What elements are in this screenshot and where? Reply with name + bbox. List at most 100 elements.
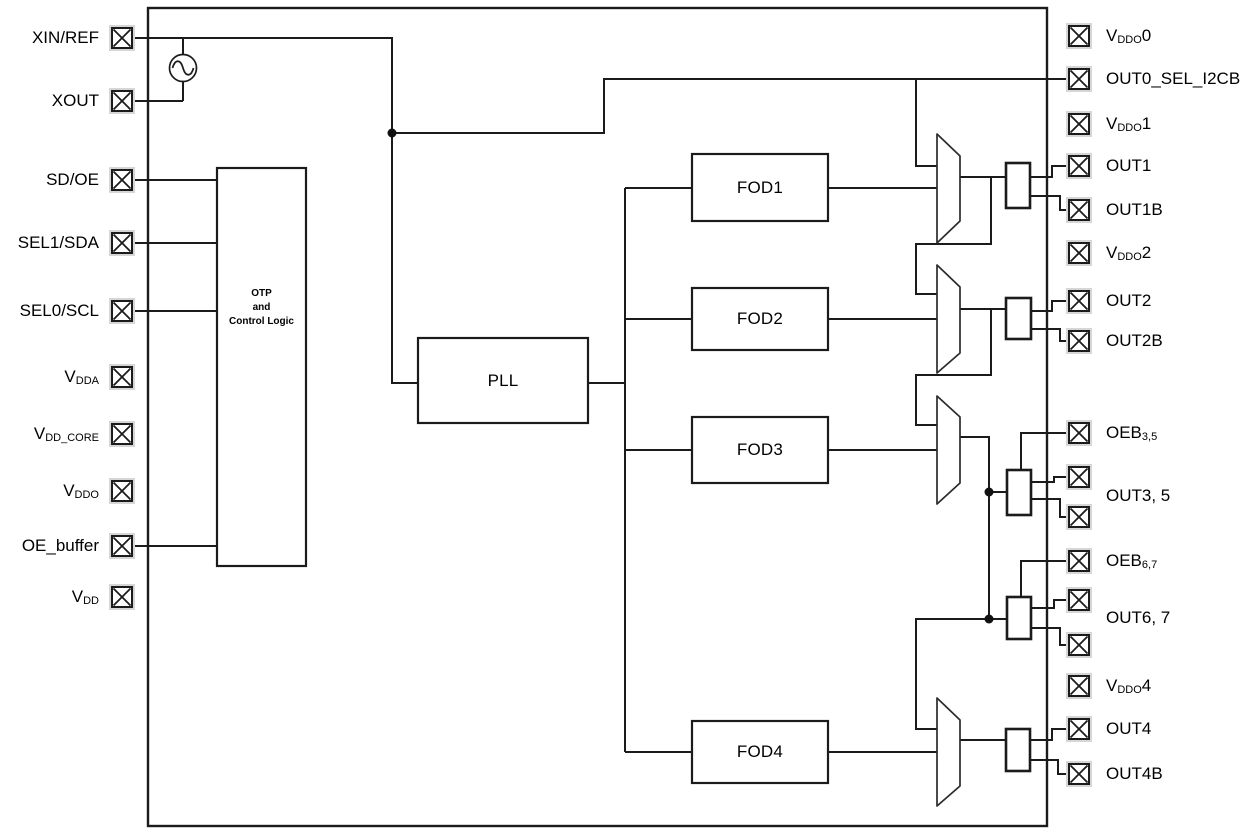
pin-vddo1 bbox=[1068, 113, 1090, 135]
wire-oeb35 bbox=[1020, 432, 1068, 470]
fod1-label: FOD1 bbox=[736, 177, 784, 197]
pin-out1b bbox=[1068, 199, 1090, 221]
pin-label-out2b: OUT2B bbox=[1106, 331, 1163, 350]
pin-sd-oe bbox=[111, 169, 133, 191]
pin-label-out0-sel-i2cb: OUT0_SEL_I2CB bbox=[1106, 69, 1241, 88]
pin-vdd bbox=[111, 586, 133, 608]
pin-label-xin-ref: XIN/REF bbox=[31, 28, 99, 47]
pin-vddo0 bbox=[1068, 25, 1090, 47]
crossed-square-icon bbox=[1070, 201, 1088, 219]
output-buffer-4 bbox=[1005, 595, 1033, 641]
crossed-square-icon bbox=[1070, 720, 1088, 738]
pll-label: PLL bbox=[487, 370, 519, 390]
crossed-square-icon bbox=[1070, 636, 1088, 654]
crossed-square-icon bbox=[113, 171, 131, 189]
crossed-square-icon bbox=[1070, 591, 1088, 609]
wire-out2b bbox=[1031, 328, 1068, 342]
pin-label-xout: XOUT bbox=[51, 91, 99, 110]
crossed-square-icon bbox=[1070, 115, 1088, 133]
pll-block bbox=[416, 336, 590, 425]
pin-out4 bbox=[1068, 718, 1090, 740]
wire-xin-to-pll bbox=[131, 37, 418, 384]
pin-out1 bbox=[1068, 155, 1090, 177]
crossed-square-icon bbox=[1070, 292, 1088, 310]
mux-2 bbox=[936, 264, 961, 374]
crossed-square-icon bbox=[113, 29, 131, 47]
pin-out0-sel-i2cb bbox=[1068, 68, 1090, 90]
output-buffer-3 bbox=[1005, 468, 1033, 517]
pin-label-out4b: OUT4B bbox=[1106, 764, 1163, 783]
pin-label-sel0-scl: SEL0/SCL bbox=[19, 301, 99, 320]
wire-osc bbox=[131, 38, 184, 102]
crossed-square-icon bbox=[1070, 468, 1088, 486]
crossed-square-icon bbox=[1070, 552, 1088, 570]
mux-1 bbox=[936, 133, 961, 244]
fod4-block bbox=[690, 719, 830, 785]
wire-out1 bbox=[1030, 165, 1068, 178]
pin-label-out3-5-a bbox=[1106, 466, 1256, 488]
output-buffer-1 bbox=[1004, 161, 1032, 210]
wire-ref-to-mux1 bbox=[915, 79, 937, 167]
pin-vddo2 bbox=[1068, 242, 1090, 264]
crossed-square-icon bbox=[1070, 27, 1088, 45]
pin-sel1-sda bbox=[111, 232, 133, 254]
wire-oeb67 bbox=[1020, 560, 1068, 597]
pin-out3-5-b bbox=[1068, 506, 1090, 528]
fod2-block bbox=[690, 286, 830, 352]
wire-mux3-out bbox=[960, 436, 990, 619]
crossed-square-icon bbox=[113, 537, 131, 555]
wire-mux2-cascade bbox=[915, 309, 992, 426]
fod1-block bbox=[690, 152, 830, 223]
output-buffer-5 bbox=[1004, 727, 1032, 773]
crossed-square-icon bbox=[1070, 765, 1088, 783]
wires bbox=[131, 37, 1068, 775]
crossed-square-icon bbox=[113, 368, 131, 386]
fod3-block bbox=[690, 415, 830, 485]
pin-xin-ref bbox=[111, 27, 133, 49]
crossed-square-icon bbox=[1070, 677, 1088, 695]
wire-mux3-cascade bbox=[915, 618, 989, 730]
wire-out3-5-b bbox=[1031, 498, 1068, 518]
fod2-label: FOD2 bbox=[736, 309, 784, 328]
mux-3 bbox=[936, 395, 961, 505]
fod3-label: FOD3 bbox=[736, 440, 784, 459]
crossed-square-icon bbox=[1070, 424, 1088, 442]
wire-fod-outputs bbox=[828, 187, 937, 753]
oscillator-icon bbox=[168, 53, 198, 83]
crossed-square-icon bbox=[1070, 244, 1088, 262]
wire-out6-7-a bbox=[1031, 599, 1068, 609]
out6-7-group-label: OUT6, 7 bbox=[1106, 608, 1171, 627]
crossed-square-icon bbox=[1070, 508, 1088, 526]
fod4-label: FOD4 bbox=[736, 742, 784, 761]
pin-oe-buffer bbox=[111, 535, 133, 557]
pin-vdda bbox=[111, 366, 133, 388]
pin-sel0-scl bbox=[111, 300, 133, 322]
wire-out1b bbox=[1030, 195, 1068, 211]
pin-out6-7-a bbox=[1068, 589, 1090, 611]
mux-4 bbox=[936, 697, 961, 807]
wire-out2 bbox=[1031, 300, 1068, 312]
junction-dots bbox=[387, 128, 994, 624]
wire-out3-5-a bbox=[1031, 476, 1068, 483]
crossed-square-icon bbox=[1070, 70, 1088, 88]
pin-label-out2: OUT2 bbox=[1106, 291, 1152, 310]
pin-oeb-6-7 bbox=[1068, 550, 1090, 572]
pin-label-out6-7-b bbox=[1106, 634, 1256, 656]
otp-line-3: Control Logic bbox=[229, 316, 294, 327]
crossed-square-icon bbox=[1070, 332, 1088, 350]
pin-vddo4 bbox=[1068, 675, 1090, 697]
crossed-square-icon bbox=[1070, 157, 1088, 175]
pin-label-out6-7-a bbox=[1106, 589, 1256, 611]
crossed-square-icon bbox=[113, 302, 131, 320]
pin-label-sd-oe: SD/OE bbox=[46, 170, 99, 189]
otp-block-label: OTP and Control Logic bbox=[217, 287, 306, 329]
